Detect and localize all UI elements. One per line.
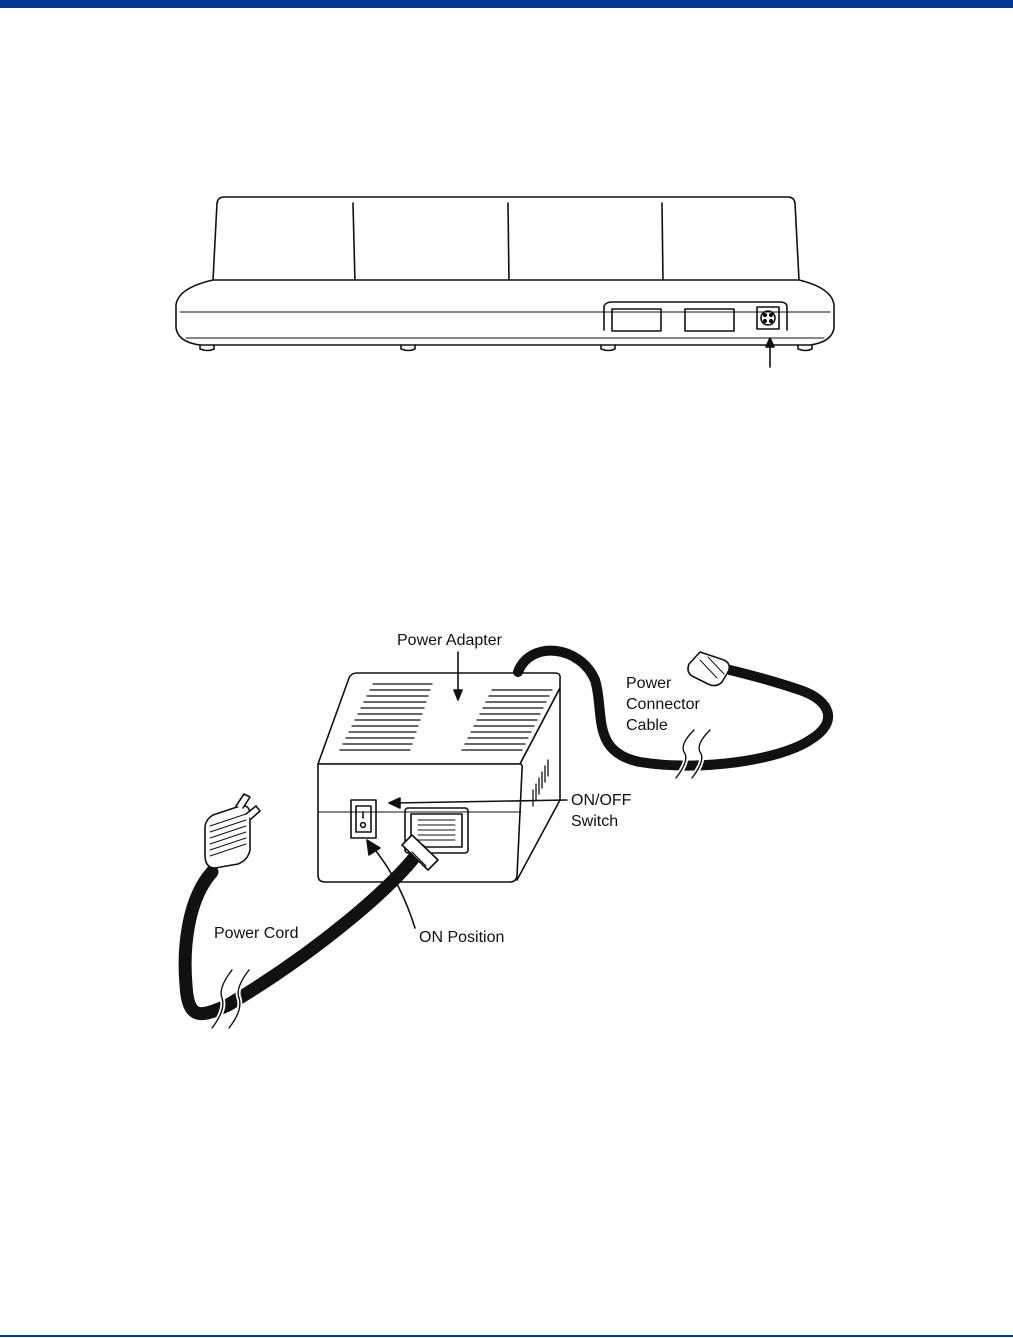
label-on-position: ON Position xyxy=(419,927,504,948)
label-power-connector-line2: Connector xyxy=(626,694,700,715)
label-power-connector-line3: Cable xyxy=(626,715,668,736)
label-power-cord: Power Cord xyxy=(214,923,298,944)
power-adapter-icon xyxy=(318,673,560,882)
power-plug-icon xyxy=(205,794,260,868)
label-power-adapter: Power Adapter xyxy=(397,630,502,651)
cradle-rear-view-icon xyxy=(176,197,834,367)
label-power-connector-line1: Power xyxy=(626,673,671,694)
label-on-off-line1: ON/OFF xyxy=(571,790,631,811)
label-on-off-line2: Switch xyxy=(571,811,618,832)
connector-plug-icon xyxy=(688,652,729,686)
